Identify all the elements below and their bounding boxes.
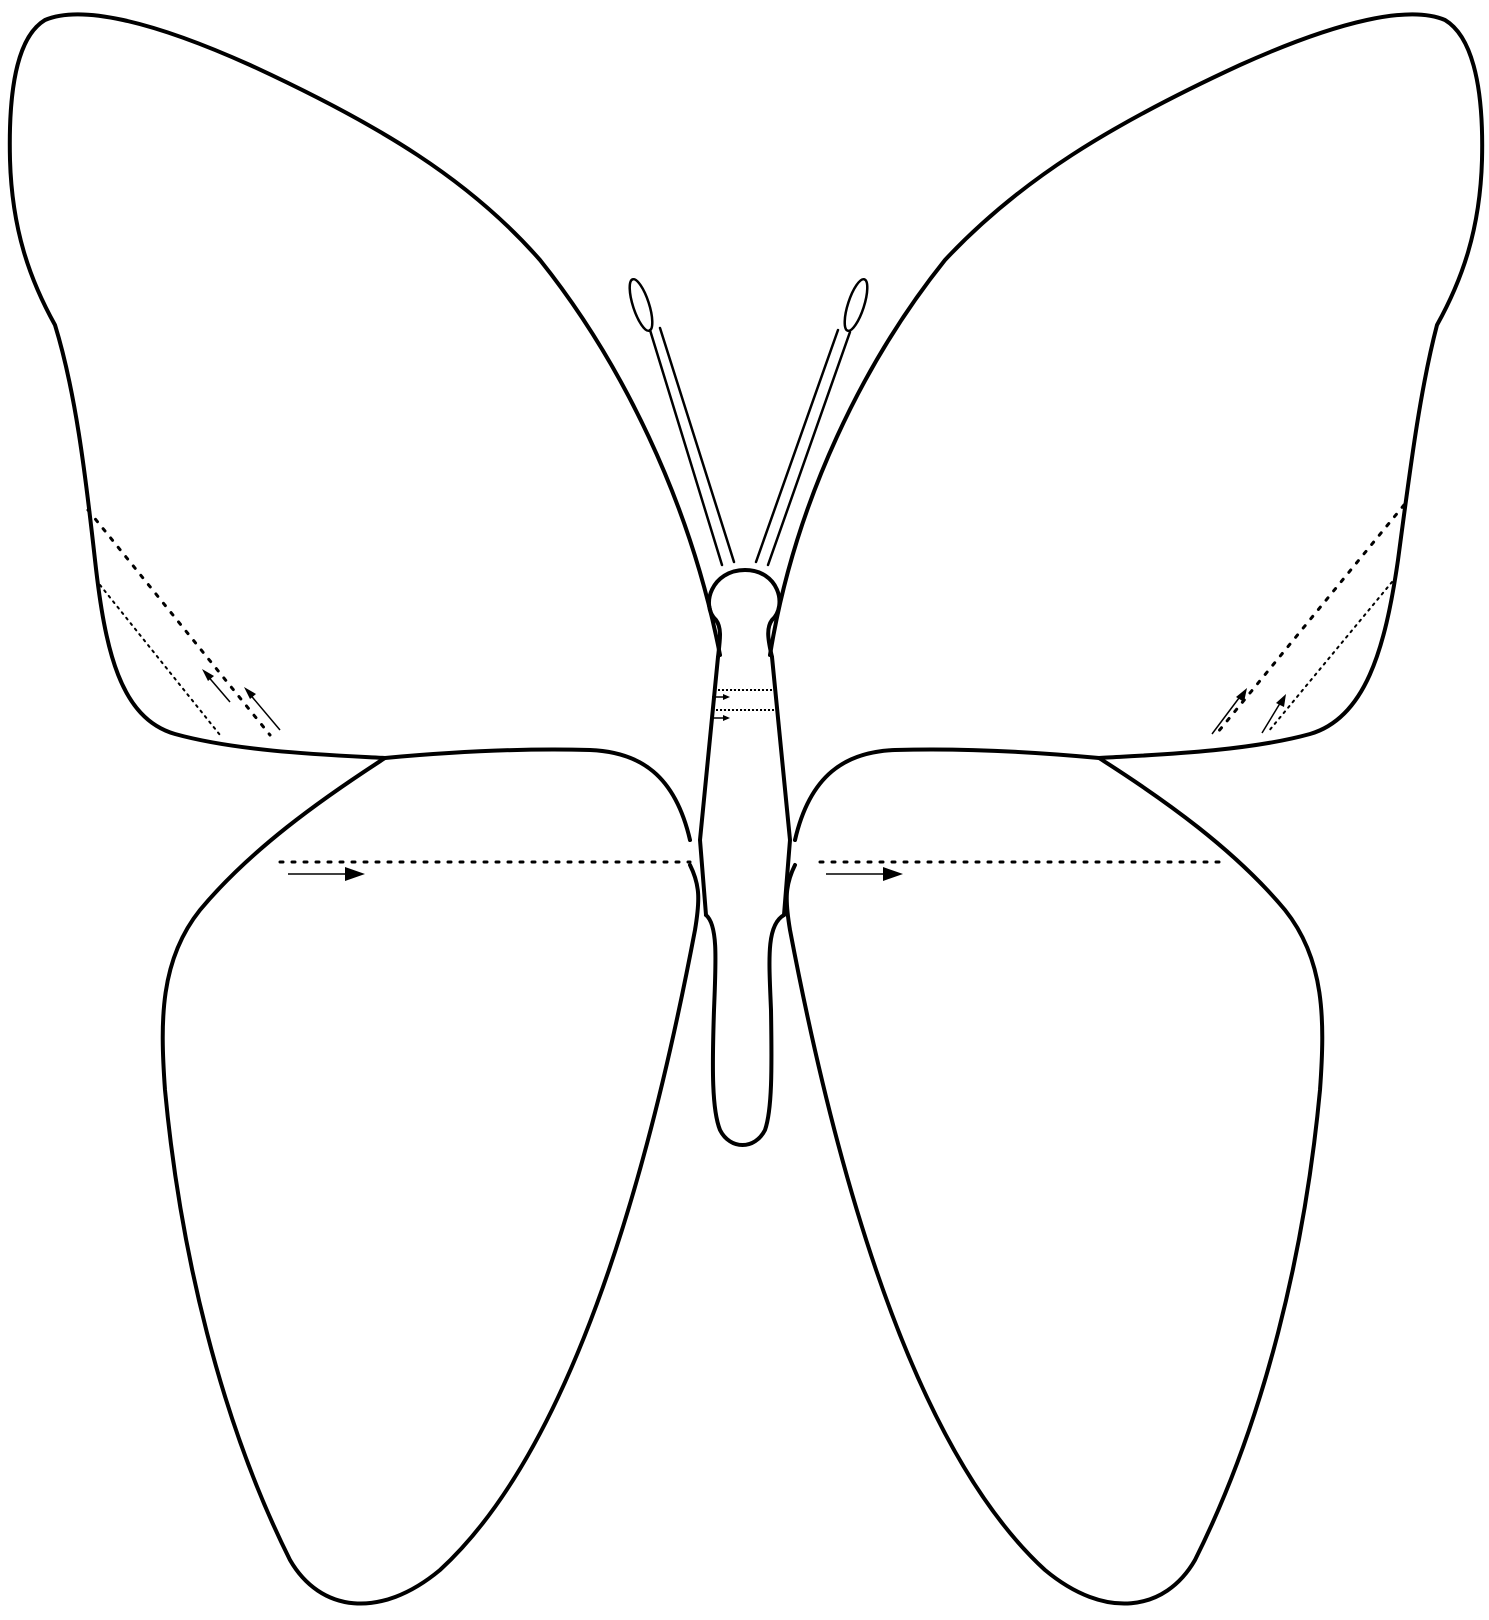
left-hindwing-fold-line xyxy=(280,862,690,881)
left-forewing-outline xyxy=(10,14,720,758)
butterfly-head xyxy=(709,570,780,657)
butterfly-abdomen xyxy=(706,915,784,1145)
right-antenna xyxy=(756,277,872,565)
right-forewing-fold-lines xyxy=(1212,505,1404,734)
left-hindwing-outline xyxy=(163,749,699,1603)
thorax-fold-lines xyxy=(712,690,774,721)
right-hindwing-outline xyxy=(787,749,1323,1603)
right-forewing-outline xyxy=(770,14,1482,758)
butterfly-thorax xyxy=(700,657,790,915)
right-hindwing-fold-line xyxy=(820,862,1222,881)
left-forewing-fold-lines xyxy=(88,510,280,735)
